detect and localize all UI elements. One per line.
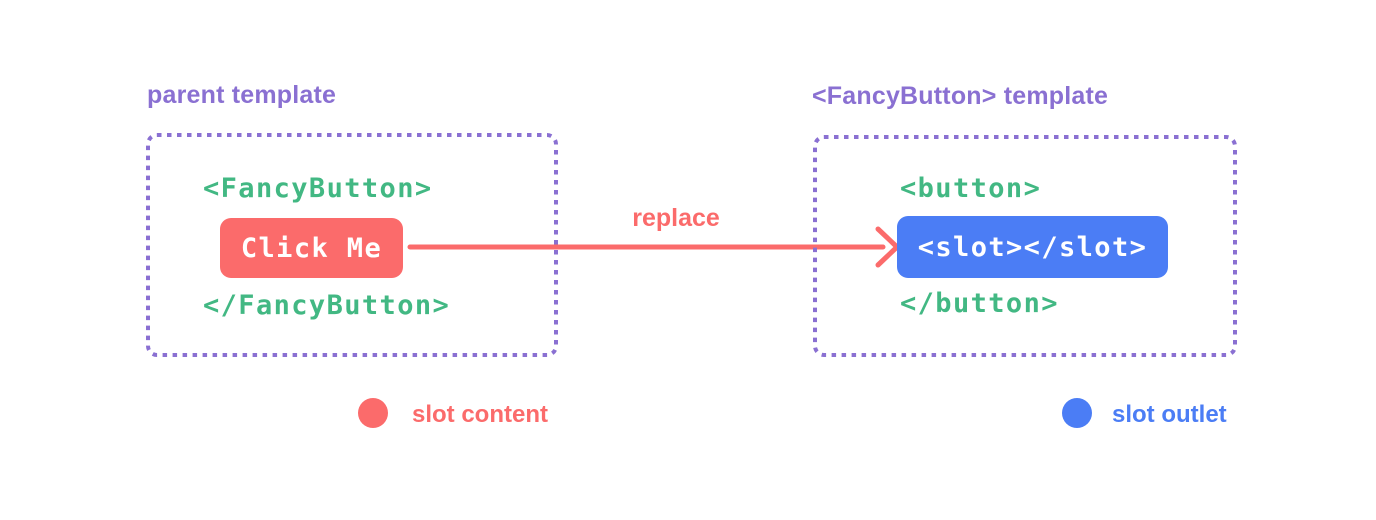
parent-template-title: parent template (147, 81, 337, 109)
slot-outlet-box: <slot></slot> (897, 216, 1168, 278)
slot-outlet-dot-icon (1062, 398, 1092, 428)
parent-template-box: <FancyButton> Click Me </FancyButton> (146, 133, 558, 357)
legend-slot-content: slot content (412, 401, 548, 428)
dashed-border (813, 135, 1237, 357)
slot-outlet-label: <slot></slot> (917, 231, 1148, 263)
fancybutton-template-box: <button> <slot></slot> </button> (813, 135, 1237, 357)
replace-label: replace (632, 204, 720, 232)
click-me-label: Click Me (240, 232, 383, 264)
button-close-tag: </button> (900, 288, 1059, 319)
click-me-button: Click Me (220, 218, 403, 278)
fancybutton-open-tag: <FancyButton> (203, 173, 433, 204)
button-open-tag: <button> (900, 173, 1042, 204)
fancybutton-template-title: <FancyButton> template (812, 82, 1109, 110)
legend-slot-outlet: slot outlet (1112, 401, 1227, 428)
fancybutton-close-tag: </FancyButton> (203, 290, 451, 321)
slot-content-dot-icon (358, 398, 388, 428)
